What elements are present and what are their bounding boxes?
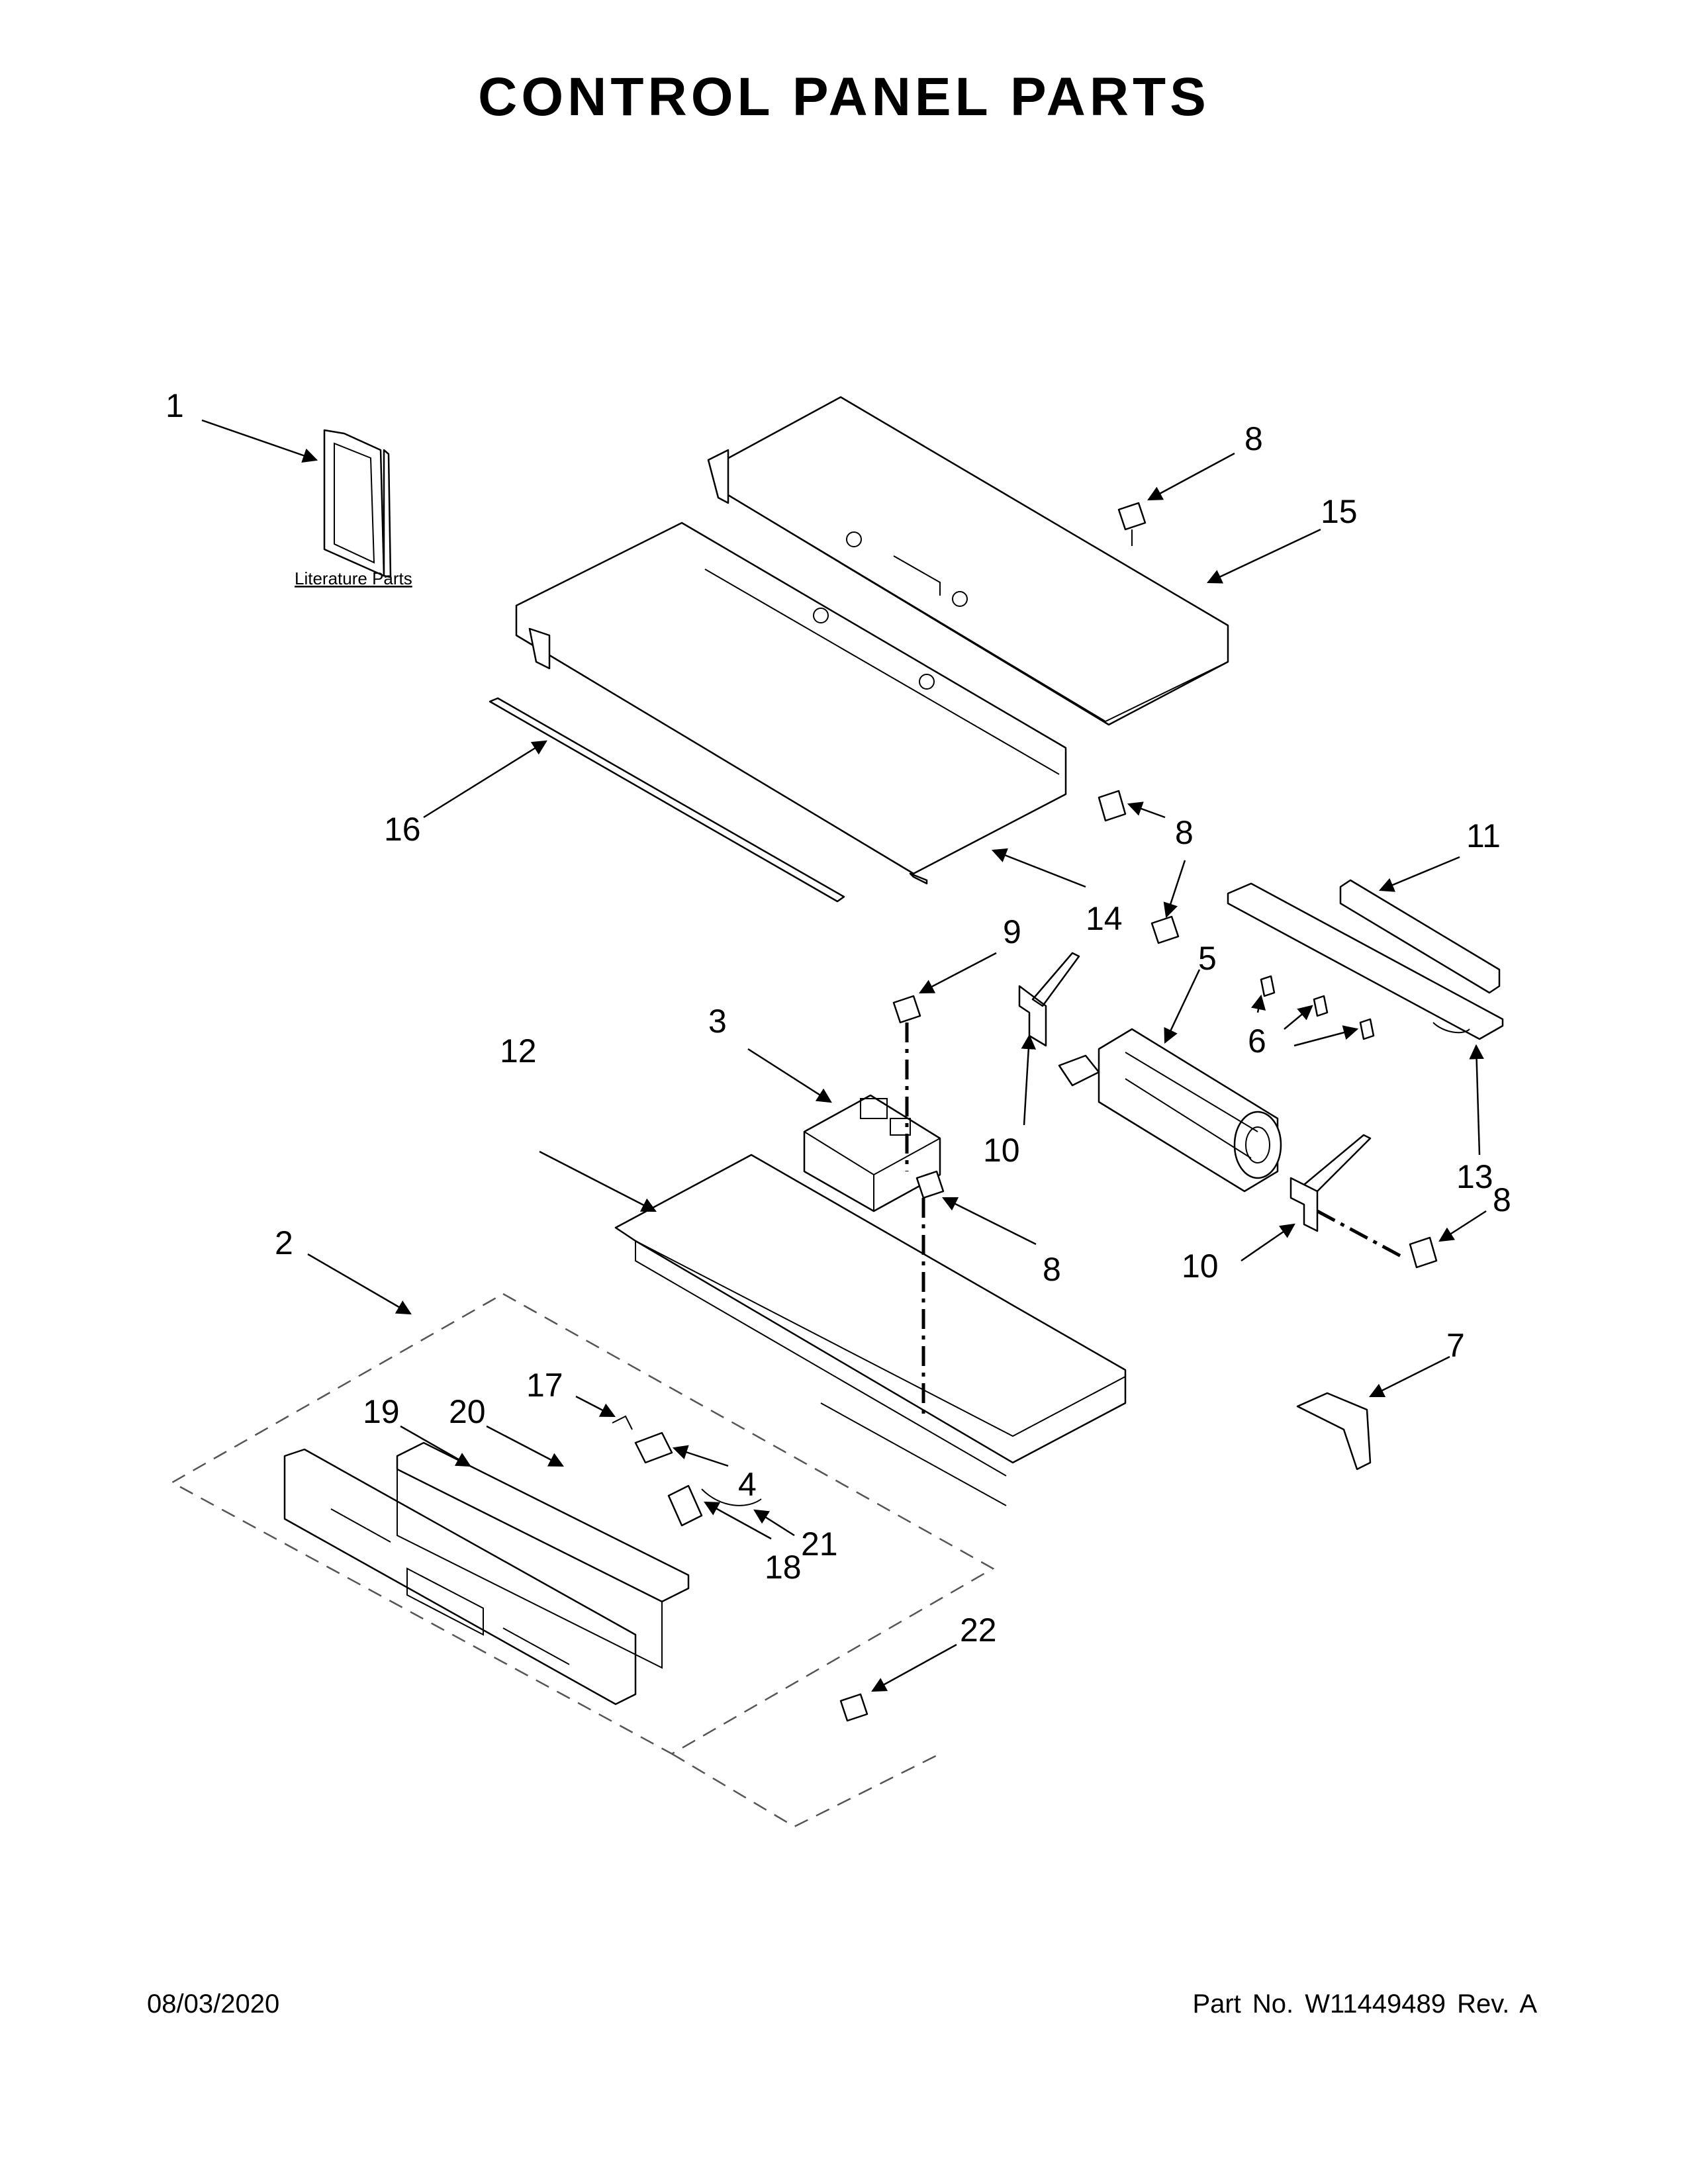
part-17-wire <box>612 1415 633 1430</box>
part-2-assembly-outline <box>170 1293 995 1828</box>
callout-19: 19 <box>363 1393 400 1430</box>
assembly-line-board-screw <box>905 1023 925 1416</box>
callout-22: 22 <box>960 1612 997 1649</box>
part-3-control-board <box>803 1094 941 1212</box>
part-18-switch <box>667 1484 703 1527</box>
part-11-bar <box>1339 879 1501 994</box>
callout-7: 7 <box>1446 1327 1465 1364</box>
callout-1: 1 <box>165 387 184 424</box>
part-14-control-housing <box>515 522 1067 885</box>
callout-6: 6 <box>1248 1023 1266 1060</box>
screw-9 <box>892 995 921 1024</box>
part-12-base-panel <box>614 1154 1127 1506</box>
part-4-knob <box>634 1432 673 1464</box>
part-19-ui-board <box>396 1441 690 1669</box>
callout-3: 3 <box>708 1003 727 1040</box>
callout-2: 2 <box>275 1224 293 1261</box>
callout-17: 17 <box>526 1367 563 1404</box>
callout-13: 13 <box>1456 1158 1493 1195</box>
assembly-line-fan-screw <box>1316 1209 1405 1259</box>
part-7-small-bracket <box>1296 1392 1372 1471</box>
callout-16: 16 <box>384 811 421 848</box>
callout-4: 4 <box>738 1466 757 1503</box>
part-2-console-panel <box>283 1448 637 1706</box>
screw-22 <box>839 1693 868 1722</box>
callout-12: 12 <box>500 1032 537 1069</box>
part-21-harness <box>701 1488 762 1506</box>
callout-8-fan: 8 <box>1493 1181 1511 1218</box>
literature-parts-illustration <box>323 429 392 578</box>
callout-9: 9 <box>1003 913 1021 950</box>
part-13-bracket <box>1227 882 1504 1040</box>
callout-21: 21 <box>801 1525 838 1563</box>
screw-8-housing <box>1098 790 1127 822</box>
pins-6 <box>1260 975 1375 1040</box>
callout-10-left: 10 <box>983 1132 1020 1169</box>
callout-5: 5 <box>1198 940 1217 977</box>
callout-14: 14 <box>1086 900 1123 937</box>
screw-8-bracket <box>1150 915 1180 944</box>
part-16-strip <box>489 697 845 903</box>
page-title: CONTROL PANEL PARTS <box>478 67 1210 127</box>
part-15-upper-cover <box>707 396 1229 726</box>
screw-8-fan <box>1409 1236 1438 1269</box>
callout-8-board: 8 <box>1043 1251 1061 1288</box>
part-10-left-bracket <box>1018 952 1080 1047</box>
leader-lines <box>201 419 1487 1692</box>
callout-20: 20 <box>449 1393 486 1430</box>
screw-8-top <box>1117 502 1147 546</box>
callout-18: 18 <box>765 1549 802 1586</box>
part-10-right-bracket <box>1289 1134 1372 1232</box>
part-5-blower-fan <box>1058 1028 1282 1193</box>
footer-date: 08/03/2020 <box>147 1989 280 2019</box>
literature-parts-label: Literature Parts <box>295 569 412 588</box>
callout-10-right: 10 <box>1182 1248 1219 1285</box>
callout-8-top: 8 <box>1244 420 1263 457</box>
callout-8-housing: 8 <box>1175 814 1194 851</box>
footer-part-number: Part No. W11449489 Rev. A <box>1192 1989 1537 2019</box>
screw-8-board <box>915 1170 945 1199</box>
callout-11: 11 <box>1466 817 1501 854</box>
callout-15: 15 <box>1321 493 1358 530</box>
